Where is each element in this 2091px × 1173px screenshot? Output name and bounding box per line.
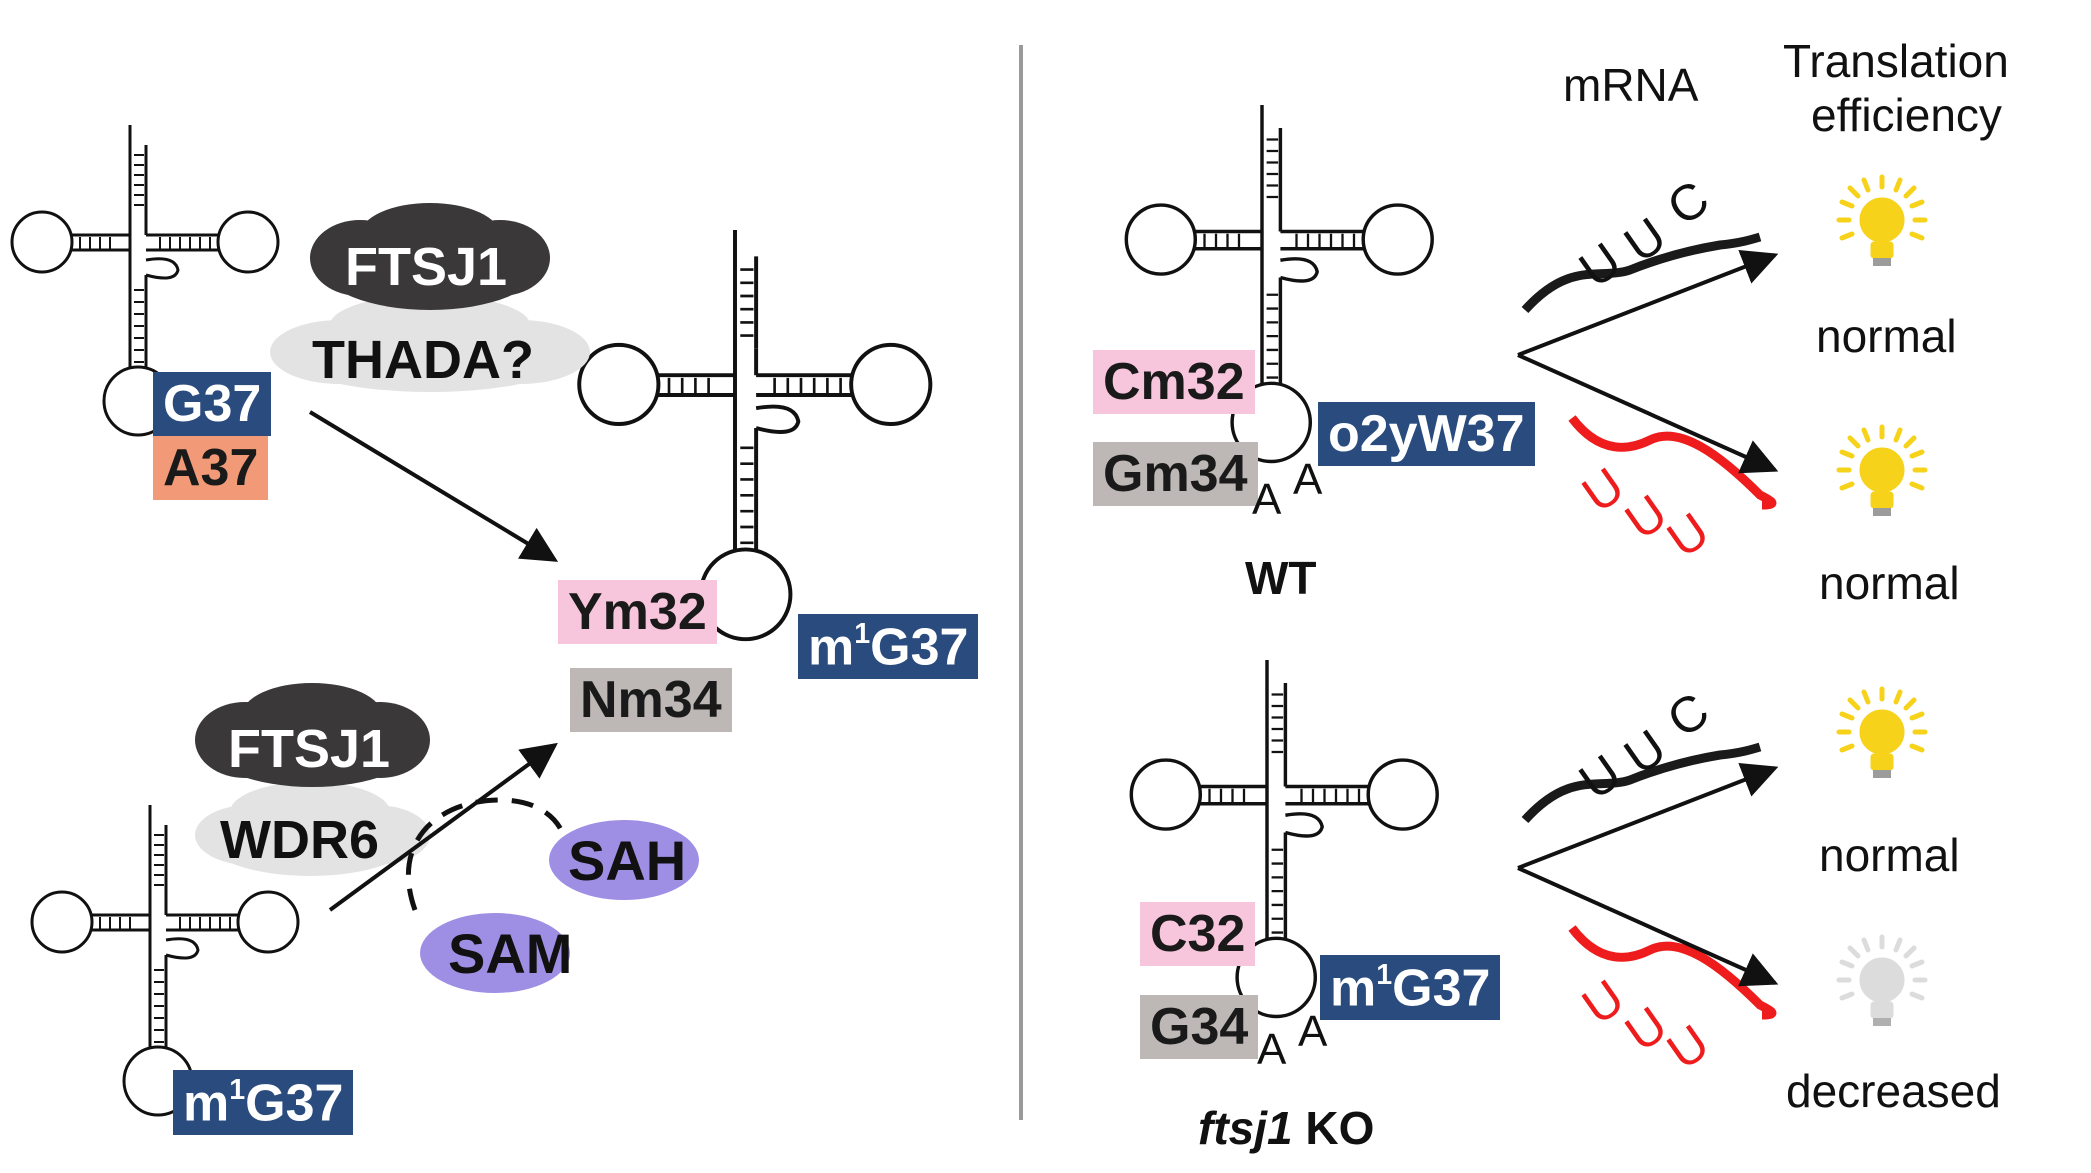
cloud-partner-thada: THADA? bbox=[312, 330, 534, 390]
label-m1g37-ko: m1G37 bbox=[1320, 955, 1501, 1021]
trna-center bbox=[577, 228, 933, 642]
sam-label: SAM bbox=[448, 922, 573, 985]
lightbulb-on-icon bbox=[1839, 427, 1925, 516]
lightbulb-on-icon bbox=[1839, 689, 1925, 778]
anticodon-a1-ko: A bbox=[1257, 1025, 1287, 1074]
cloud-ftsj1-bottom bbox=[195, 683, 430, 787]
label-gm34: Gm34 bbox=[1093, 442, 1258, 506]
lightbulb-on-icon bbox=[1839, 177, 1925, 266]
arrow-wt-up bbox=[1517, 249, 1779, 357]
arrow-ko-up bbox=[1517, 762, 1779, 870]
sah-label: SAH bbox=[568, 829, 687, 892]
outcome-wt-top: normal bbox=[1816, 310, 1957, 362]
cloud-wdr6 bbox=[195, 782, 430, 876]
outcome-wt-bottom: normal bbox=[1819, 557, 1960, 609]
label-ym32: Ym32 bbox=[558, 580, 717, 644]
cloud-thada bbox=[270, 295, 590, 392]
label-g37: G37 bbox=[153, 372, 272, 436]
label-m1g37-center: m1G37 bbox=[798, 614, 979, 680]
arrow-wt-down bbox=[1517, 353, 1779, 474]
outcome-ko-bottom: decreased bbox=[1786, 1065, 2001, 1117]
header-te-line1: Translation bbox=[1783, 35, 2009, 87]
label-g34: G34 bbox=[1140, 995, 1259, 1059]
label-cm32: Cm32 bbox=[1093, 350, 1255, 414]
label-nm34: Nm34 bbox=[570, 668, 732, 732]
arrow-ko-down bbox=[1517, 866, 1779, 987]
header-mrna: mRNA bbox=[1563, 59, 1699, 111]
mrna-uuc-wt bbox=[1521, 232, 1762, 314]
anticodon-a2-wt: A bbox=[1293, 455, 1323, 504]
mrna-uuc-ko bbox=[1521, 742, 1762, 824]
cloud-enzyme-ftsj1-bottom: FTSJ1 bbox=[228, 719, 391, 779]
sam-sah-arc bbox=[405, 797, 568, 911]
caption-wt: WT bbox=[1245, 552, 1317, 604]
label-m1g37-bottom: m1G37 bbox=[173, 1070, 354, 1136]
label-a37: A37 bbox=[153, 436, 269, 500]
arrow-bottom-to-center bbox=[328, 742, 558, 912]
cloud-partner-wdr6: WDR6 bbox=[220, 810, 379, 870]
anticodon-a2-ko: A bbox=[1298, 1007, 1328, 1056]
sah-ellipse bbox=[549, 820, 699, 900]
header-te-line2: efficiency bbox=[1811, 89, 2002, 141]
sam-ellipse bbox=[420, 913, 570, 993]
mrna-uuu-ko bbox=[1568, 925, 1777, 1020]
label-o2yw37: o2yW37 bbox=[1318, 402, 1535, 466]
mrna-uuu-wt bbox=[1568, 415, 1777, 510]
caption-ko: ftsj1 KO bbox=[1198, 1102, 1375, 1154]
arrow-top-to-center bbox=[308, 410, 559, 562]
anticodon-a1-wt: A bbox=[1252, 475, 1282, 524]
cloud-ftsj1-top bbox=[310, 203, 550, 310]
cloud-enzyme-ftsj1-top: FTSJ1 bbox=[345, 237, 508, 297]
outcome-ko-top: normal bbox=[1819, 829, 1960, 881]
lightbulb-off-icon bbox=[1839, 937, 1925, 1026]
label-c32: C32 bbox=[1140, 902, 1256, 966]
